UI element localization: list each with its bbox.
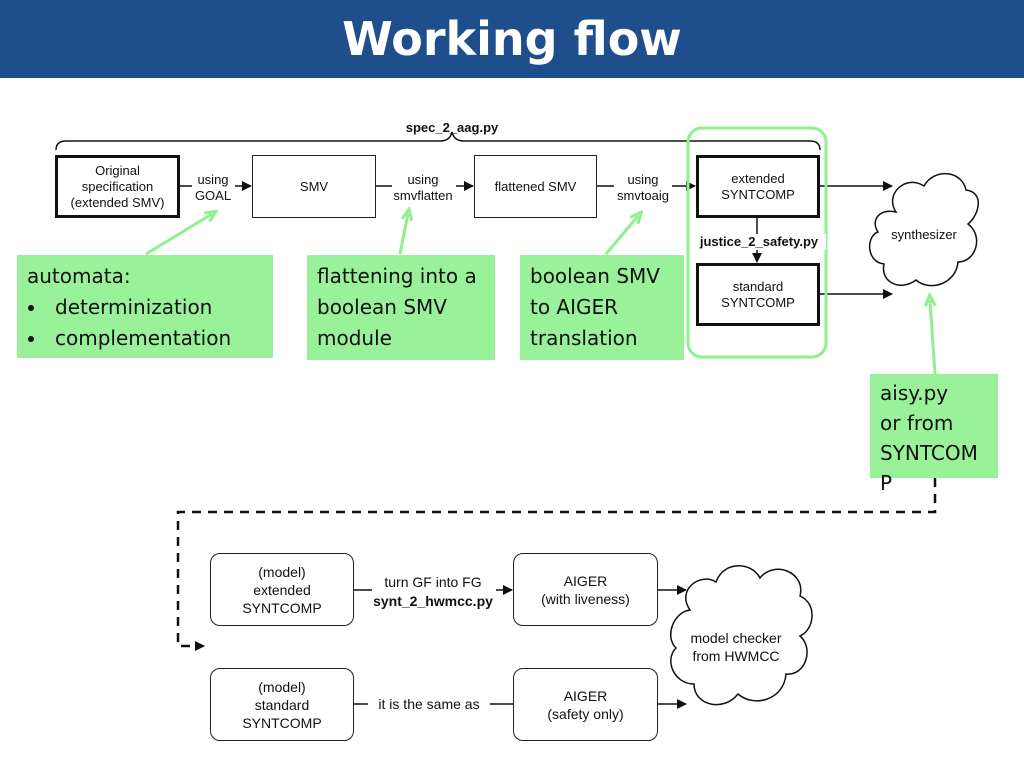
automata-note: automata: determinization complementatio… <box>17 255 273 358</box>
automata-note-item: determinization <box>47 292 263 323</box>
model-checker-cloud <box>670 565 813 706</box>
automata-note-item: complementation <box>47 323 263 354</box>
pointer-aisy <box>930 300 935 375</box>
boolean-note: boolean SMV to AIGER translation <box>520 255 684 360</box>
automata-note-heading: automata: <box>27 264 131 288</box>
pointer-automata <box>145 214 212 256</box>
spec-script-label: spec_2_aag.py <box>405 120 499 135</box>
using-smvtoaig-label: using smvtoaig <box>616 172 670 203</box>
aiger-safety-node: AIGER (safety only) <box>513 668 658 741</box>
synthesizer-cloud <box>869 172 979 287</box>
model-extended-node: (model) extended SYNTCOMP <box>210 553 354 626</box>
aiger-liveness-node: AIGER (with liveness) <box>513 553 658 626</box>
spec-brace <box>55 131 821 151</box>
flattened-smv-node: flattened SMV <box>474 155 597 218</box>
title-bar: Working flow <box>0 0 1024 78</box>
smv-node: SMV <box>252 155 376 218</box>
turn-gf-label: turn GF into FG <box>384 574 482 590</box>
syntcomp-highlight <box>686 126 828 359</box>
flattening-note: flattening into a boolean SMV module <box>307 255 495 360</box>
model-checker-label: model checker from HWMCC <box>690 630 782 664</box>
original-spec-node: Original specification (extended SMV) <box>55 155 180 218</box>
standard-syntcomp-node: standard SYNTCOMP <box>696 263 820 326</box>
pointer-boolean <box>604 216 638 255</box>
justice-script-label: justice_2_safety.py <box>692 234 826 250</box>
extended-syntcomp-node: extended SYNTCOMP <box>696 155 820 218</box>
synt-script-label: synt_2_hwmcc.py <box>373 593 493 609</box>
aisy-note: aisy.py or from SYNTCOM P <box>870 374 998 495</box>
model-standard-node: (model) standard SYNTCOMP <box>210 668 354 741</box>
pointer-flattening <box>398 214 408 255</box>
automata-note-list: determinization complementation <box>27 292 263 354</box>
dashed-connector <box>176 478 937 648</box>
using-goal-label: using GOAL <box>194 172 232 203</box>
same-as-label: it is the same as <box>368 695 490 713</box>
page-title: Working flow <box>342 12 682 66</box>
using-smvflatten-label: using smvflatten <box>393 172 453 203</box>
synthesizer-label: synthesizer <box>891 227 957 242</box>
